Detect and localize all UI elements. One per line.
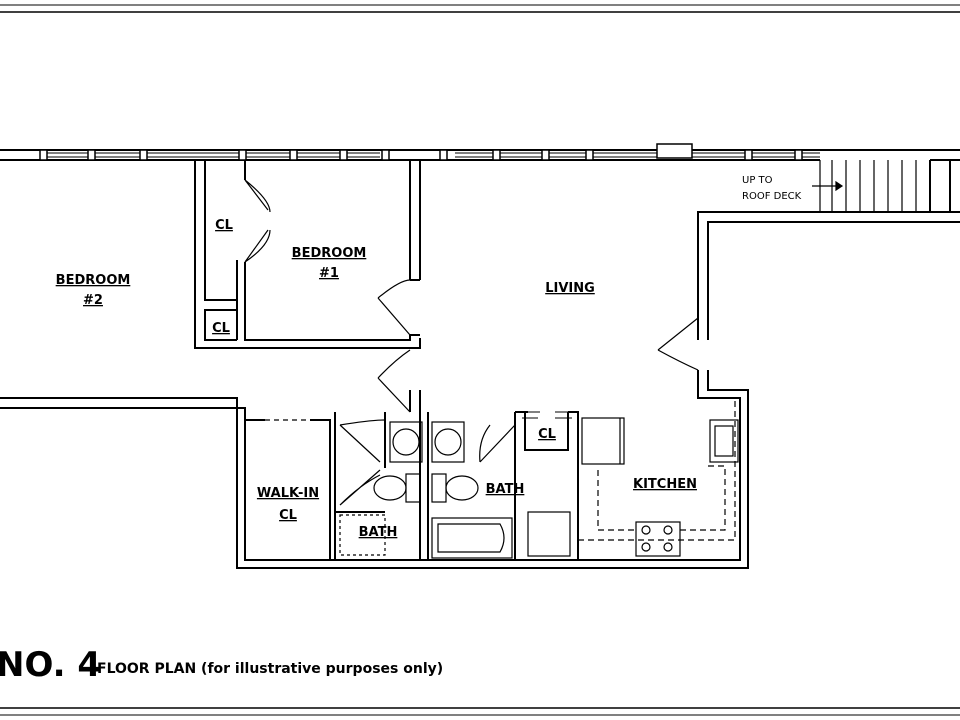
closet-top-label: CL (215, 218, 233, 233)
stairs-label-line1: UP TO (742, 175, 773, 186)
bedroom1-number: #1 (319, 266, 339, 281)
window-mullions (39, 143, 803, 161)
stairs (812, 160, 917, 212)
fixtures (265, 400, 739, 559)
bath-left-label: BATH (359, 525, 398, 540)
interior-walls (0, 160, 960, 569)
doors (244, 179, 699, 506)
bath-right-label: BATH (486, 482, 525, 497)
closet-bottom-label: CL (212, 321, 230, 336)
bedroom2-number: #2 (83, 293, 103, 308)
unit-number: NO. 4 (0, 645, 101, 685)
footer: NO. 4 FLOOR PLAN (for illustrative purpo… (0, 645, 443, 685)
bedroom2-label: BEDROOM (56, 273, 131, 288)
walkin-cl-label: CL (279, 508, 297, 523)
bedroom1-label: BEDROOM (292, 246, 367, 261)
plan-caption: FLOOR PLAN (for illustrative purposes on… (97, 661, 443, 677)
room-labels: BEDROOM #1 BEDROOM #2 LIVING KITCHEN BAT… (56, 175, 802, 540)
closet-bath-label: CL (538, 427, 556, 442)
walkin-label: WALK-IN (257, 486, 319, 501)
page-border (0, 4, 960, 716)
stairs-label-line2: ROOF DECK (742, 191, 802, 202)
kitchen-label: KITCHEN (633, 477, 697, 492)
living-label: LIVING (545, 281, 595, 296)
